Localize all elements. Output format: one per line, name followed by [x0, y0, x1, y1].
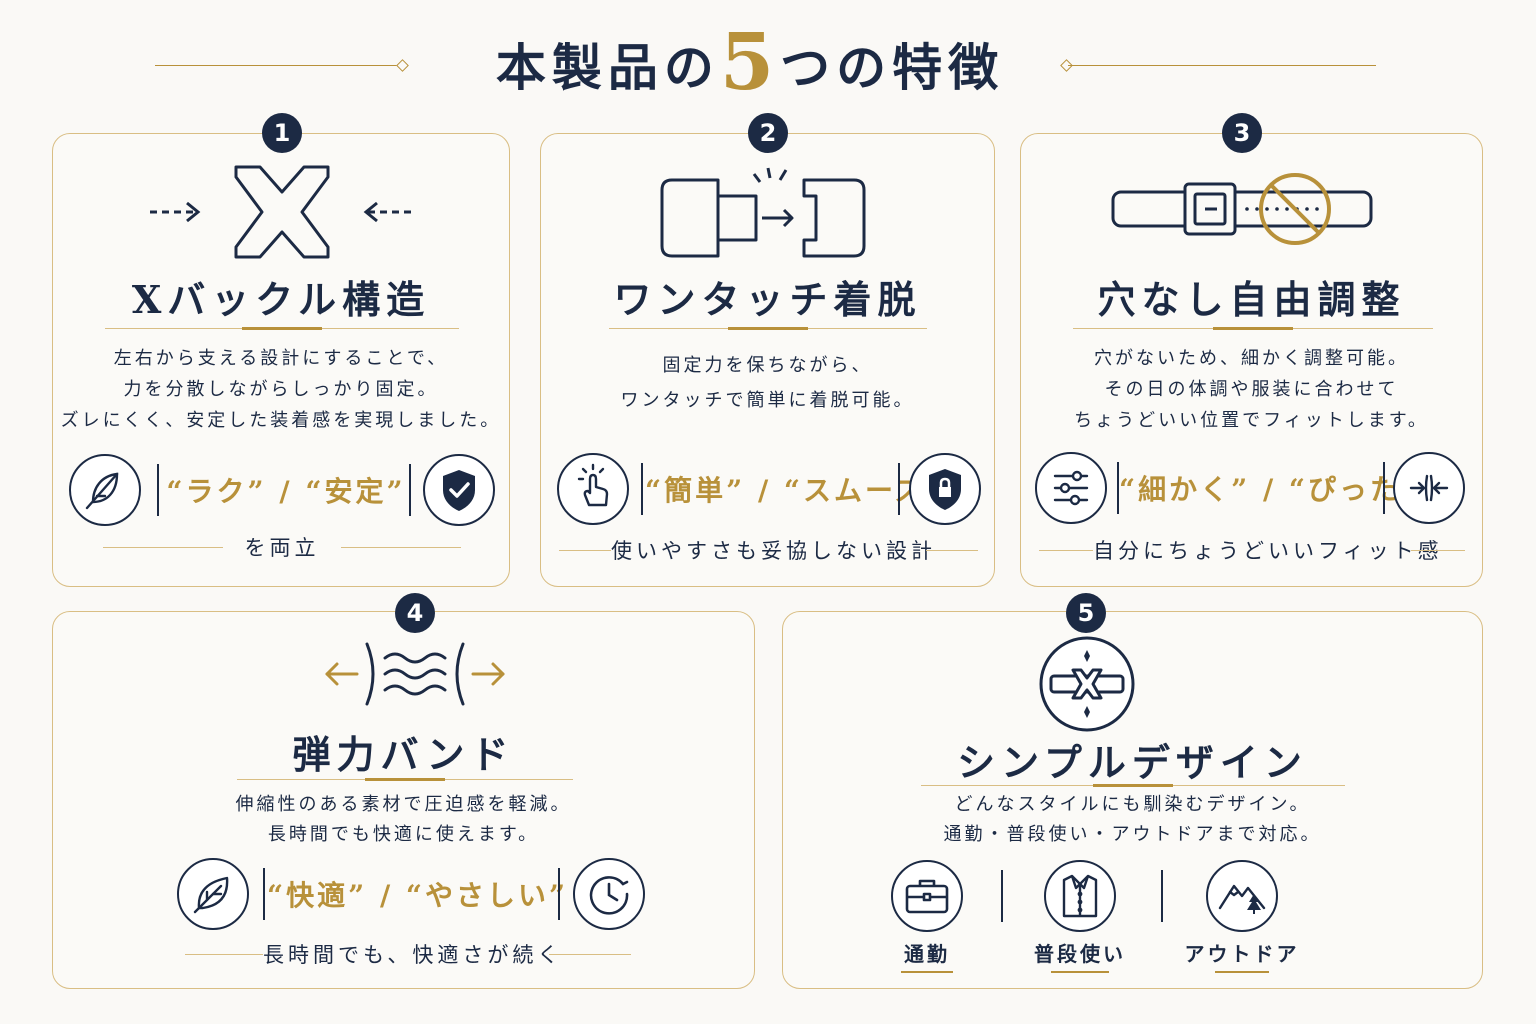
separator: [1117, 462, 1119, 514]
tap-hand-icon: [557, 453, 629, 525]
footer-line-left: [1039, 550, 1093, 551]
feather-icon: [69, 454, 141, 526]
feature-title: シンプルデザイン: [957, 740, 1308, 785]
feature-tagline: “快適” / “やさしい”: [267, 879, 569, 912]
footer-line-left: [559, 550, 611, 551]
title-number: 5: [719, 17, 781, 108]
separator: [558, 868, 560, 920]
x-buckle-emblem-icon: [1039, 636, 1135, 732]
feature-title: Xバックル構造: [131, 277, 431, 322]
feature-description: 穴がないため、細かく調整可能。 その日の体調や服装に合わせて ちょうどいい位置で…: [1074, 348, 1429, 431]
separator: [1161, 870, 1163, 922]
leaf-icon: [177, 858, 249, 930]
feature-footer: 自分にちょうどいいフィット感: [1093, 539, 1443, 563]
buckle-connect-icon: [660, 167, 866, 258]
separator: [1383, 462, 1385, 514]
footer-line-right: [549, 954, 631, 955]
feature-number-badge: 4: [395, 593, 435, 633]
separator: [898, 463, 900, 515]
footer-line-right: [926, 550, 978, 551]
feature-card-1: Xバックル構造 左右から支える設計にすることで、 力を分散しながらしっかり固定。…: [52, 133, 510, 587]
feature-description: どんなスタイルにも馴染むデザイン。 通勤・普段使い・アウトドアまで対応。: [943, 794, 1322, 845]
title-underline: [237, 778, 573, 781]
feature-footer: 使いやすさも妥協しない設計: [611, 539, 936, 563]
title-underline: [105, 327, 459, 330]
feature-footer: を両立: [244, 536, 320, 560]
use-label: 通勤: [904, 942, 950, 966]
use-underline: [1215, 971, 1269, 973]
elastic-stretch-icon: [325, 642, 505, 706]
separator: [409, 464, 411, 516]
mountain-icon: [1206, 860, 1278, 932]
belt-no-holes-icon: [1111, 173, 1373, 245]
clock-icon: [573, 858, 645, 930]
fit-arrows-icon: [1393, 452, 1465, 524]
feature-footer: 長時間でも、快適さが続く: [263, 943, 563, 967]
feature-title: 弾力バンド: [292, 732, 515, 777]
feature-card-3: 穴なし自由調整 穴がないため、細かく調整可能。 その日の体調や服装に合わせて ち…: [1020, 133, 1483, 587]
title-underline: [921, 784, 1345, 787]
use-underline: [901, 971, 953, 973]
feature-tagline: “ラク” / “安定”: [166, 475, 406, 508]
footer-line-right: [341, 547, 461, 548]
feature-description: 固定力を保ちながら、 ワンタッチで簡単に着脱可能。: [620, 355, 915, 411]
use-label: 普段使い: [1034, 942, 1126, 966]
separator: [157, 464, 159, 516]
header-line-right: [1068, 65, 1376, 66]
feature-description: 左右から支える設計にすることで、 力を分散しながらしっかり固定。 ズレにくく、安…: [60, 348, 502, 431]
footer-line-left: [185, 954, 263, 955]
footer-line-right: [1411, 550, 1465, 551]
feature-tagline: “細かく” / “ぴったり”: [1119, 473, 1452, 506]
feature-tagline: “簡単” / “スムーズ”: [645, 474, 945, 507]
title-underline: [1073, 327, 1433, 330]
page-header: 本製品の5つの特徴: [0, 18, 1536, 108]
use-label: アウトドア: [1184, 942, 1300, 966]
x-buckle-icon: [150, 165, 414, 259]
feature-number-badge: 1: [262, 113, 302, 153]
feature-title: ワンタッチ着脱: [613, 277, 922, 322]
feature-number-badge: 5: [1066, 593, 1106, 633]
feature-card-4: 弾力バンド 伸縮性のある素材で圧迫感を軽減。 長時間でも快適に使えます。 “快適…: [52, 611, 755, 989]
page-title: 本製品の5つの特徴: [495, 17, 1005, 108]
briefcase-icon: [891, 860, 963, 932]
header-line-left: [155, 65, 400, 66]
feature-description: 伸縮性のある素材で圧迫感を軽減。 長時間でも快適に使えます。: [235, 794, 572, 845]
footer-line-left: [103, 547, 223, 548]
feature-card-5: シンプルデザイン どんなスタイルにも馴染むデザイン。 通勤・普段使い・アウトドア…: [782, 611, 1483, 989]
feature-number-badge: 2: [748, 113, 788, 153]
feature-card-2: ワンタッチ着脱 固定力を保ちながら、 ワンタッチで簡単に着脱可能。 “簡単” /…: [540, 133, 995, 587]
use-underline: [1051, 971, 1109, 973]
feature-number-badge: 3: [1222, 113, 1262, 153]
separator: [263, 868, 265, 920]
diamond-icon: [396, 59, 409, 72]
shield-lock-icon: [909, 453, 981, 525]
title-underline: [609, 327, 927, 330]
shield-check-icon: [423, 454, 495, 526]
sliders-icon: [1035, 452, 1107, 524]
shirt-icon: [1044, 860, 1116, 932]
separator: [1001, 870, 1003, 922]
separator: [641, 463, 643, 515]
feature-title: 穴なし自由調整: [1097, 277, 1406, 322]
